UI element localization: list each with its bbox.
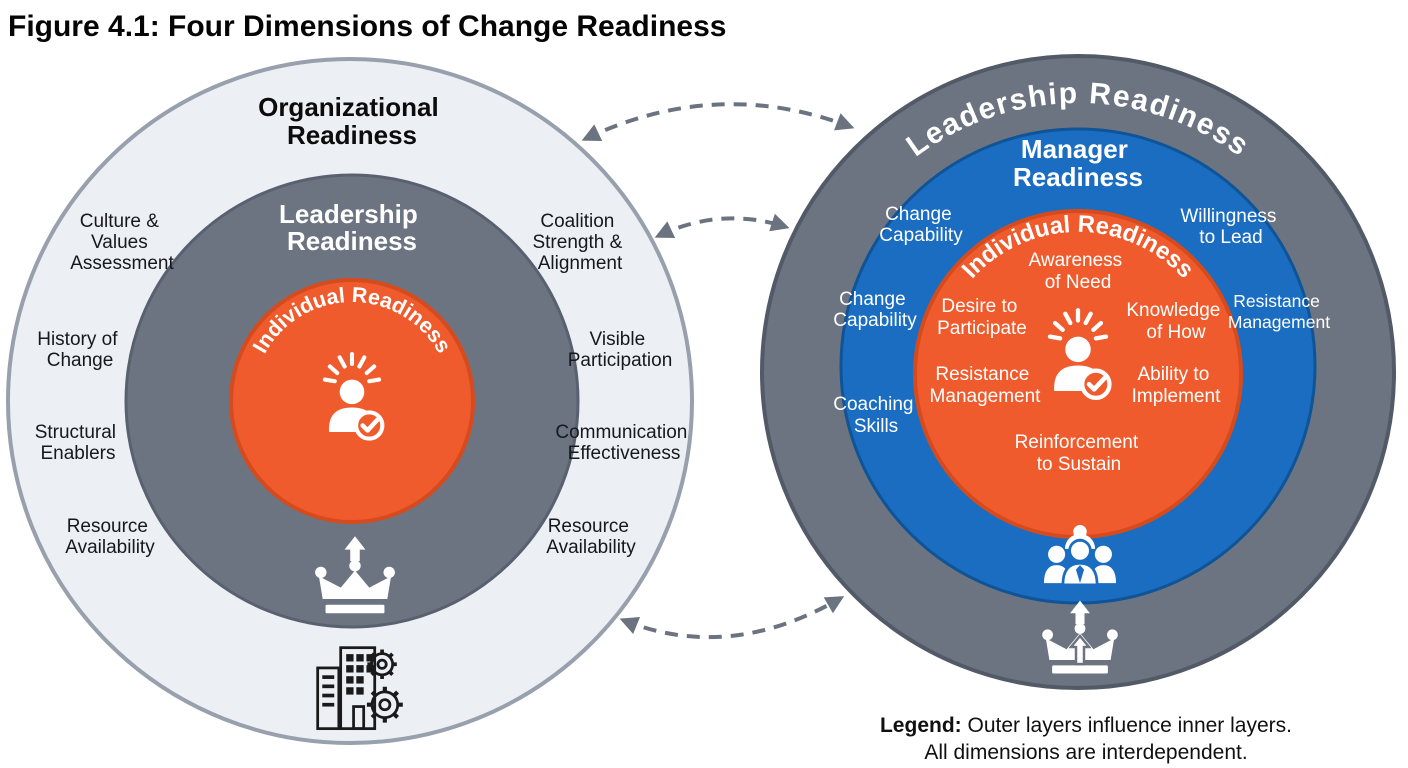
legend: Legend: Outer layers influence inner lay… <box>880 714 1292 764</box>
label-line: Capability <box>879 225 963 246</box>
figure-title: Figure 4.1: Four Dimensions of Change Re… <box>8 10 726 43</box>
label-line: Change <box>839 289 906 310</box>
inner-label-reinforcement: Reinforcement to Sustain <box>1015 432 1144 475</box>
ring-label-change-capability-2: Change Capability <box>833 289 917 331</box>
label-line: Resistance <box>935 364 1029 385</box>
label-line: Implement <box>1132 386 1221 407</box>
label-line: Capability <box>833 310 917 331</box>
label-line: Visible <box>590 329 646 350</box>
ring-label-culture-values: Culture & Values Assessment <box>70 211 174 274</box>
left-outer-title: Organizational Readiness <box>258 92 446 150</box>
label-line: Willingness <box>1180 206 1276 227</box>
label-line: Values <box>91 232 148 253</box>
ring-label-structural-enablers: Structural Enablers <box>35 422 122 464</box>
ring-label-resource-availability-left: Resource Availability <box>65 516 155 558</box>
label-line: History of <box>37 329 118 350</box>
label-line: Assessment <box>70 253 174 274</box>
ring-label-visible-participation: Visible Participation <box>568 329 673 371</box>
label-line: Management <box>1228 312 1330 332</box>
label-line: Participate <box>937 318 1027 339</box>
label-line: Alignment <box>538 253 623 274</box>
legend-line-1: Legend: Outer layers influence inner lay… <box>880 714 1292 737</box>
title-line: Readiness <box>1013 162 1143 192</box>
ring-label-coalition: Coalition Strength & Alignment <box>532 211 627 274</box>
ring-label-history-change: History of Change <box>37 329 123 371</box>
label-line: Effectiveness <box>568 443 681 464</box>
label-line: Knowledge <box>1126 300 1220 321</box>
inner-label-knowledge: Knowledge of How <box>1126 300 1225 343</box>
label-line: Management <box>930 386 1042 407</box>
label-line: Availability <box>65 537 155 558</box>
label-line: Culture & <box>80 211 160 232</box>
right-diagram: Leadership Readiness Manager Readiness I… <box>760 54 1396 690</box>
label-line: Resource <box>548 516 629 537</box>
ring-label-willingness-to-lead: Willingness to Lead <box>1180 206 1281 248</box>
ring-label-communication: Communication Effectiveness <box>555 422 692 464</box>
title-line: Organizational <box>258 92 439 122</box>
ring-label-resistance-management: Resistance Management <box>1228 291 1330 332</box>
label-line: Coalition <box>540 211 614 232</box>
ring-label-change-capability-1: Change Capability <box>879 204 963 246</box>
label-line: Enablers <box>41 443 116 464</box>
label-line: Strength & <box>532 232 622 253</box>
inner-label-ability: Ability to Implement <box>1132 364 1221 407</box>
top-dashed-arrow <box>581 102 855 141</box>
label-line: Availability <box>546 537 636 558</box>
label-line: Skills <box>854 416 898 437</box>
label-line: of Need <box>1045 272 1112 293</box>
legend-prefix: Legend: <box>880 714 962 737</box>
inner-label-desire: Desire to Participate <box>937 296 1027 339</box>
label-line: Participation <box>568 350 673 371</box>
label-line: Reinforcement <box>1015 432 1139 453</box>
label-line: to Lead <box>1199 227 1262 248</box>
label-line: of How <box>1146 322 1205 343</box>
label-line: Desire to <box>941 296 1017 317</box>
middle-dashed-arrow <box>654 213 790 238</box>
title-line: Manager <box>1021 134 1128 164</box>
legend-line-2: All dimensions are interdependent. <box>924 741 1247 764</box>
label-line: to Sustain <box>1037 454 1122 475</box>
inner-label-awareness: Awareness of Need <box>1029 250 1128 293</box>
legend-text: Outer layers influence inner layers. <box>968 714 1293 737</box>
right-middle-title: Manager Readiness <box>1013 134 1143 192</box>
label-line: Communication <box>555 422 687 443</box>
label-line: Change <box>885 204 952 225</box>
label-line: Ability to <box>1137 364 1209 385</box>
label-line: Resistance <box>1233 291 1320 311</box>
ring-label-resource-availability-right: Resource Availability <box>546 516 636 558</box>
left-middle-title: Leadership Readiness <box>279 199 425 256</box>
title-line: Readiness <box>287 226 417 256</box>
left-diagram: Organizational Readiness Leadership Read… <box>6 57 694 745</box>
bottom-dashed-arrow <box>619 596 845 640</box>
inner-label-resistance: Resistance Management <box>930 364 1042 407</box>
ring-label-coaching-skills: Coaching Skills <box>833 394 919 437</box>
crown-inner-arrow-icon <box>1068 634 1092 666</box>
label-line: Awareness <box>1029 250 1123 271</box>
label-line: Structural <box>35 422 116 443</box>
title-line: Readiness <box>287 120 417 150</box>
label-line: Resource <box>67 516 148 537</box>
label-line: Change <box>47 350 114 371</box>
label-line: Coaching <box>833 394 913 415</box>
title-line: Leadership <box>279 199 418 229</box>
